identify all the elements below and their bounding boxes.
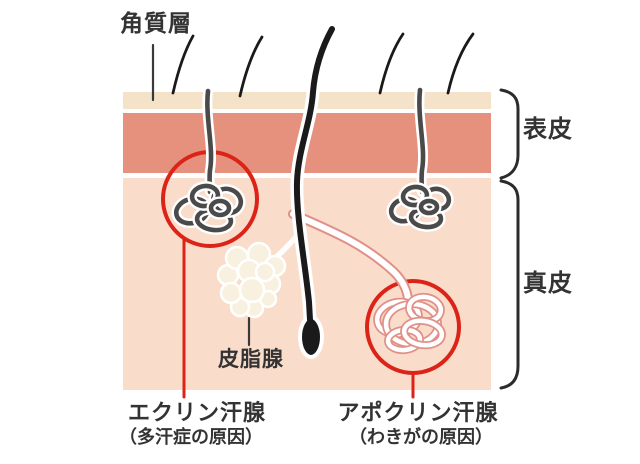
hair-strands: [171, 32, 475, 98]
eccrine-gland-label: エクリン汗腺: [127, 401, 267, 426]
apocrine-gland-note: （わきがの原因）: [349, 427, 493, 448]
eccrine-gland-coil-icon: [171, 86, 246, 235]
stratum-corneum-label: 角質層: [120, 11, 192, 37]
hair-strand-icon: [378, 32, 405, 95]
epidermis-bracket: [499, 88, 520, 180]
apocrine-gland-label: アポクリン汗腺: [337, 401, 499, 426]
eccrine-gland-coil-icon: [386, 85, 454, 232]
sebaceous-gland-icon: [216, 235, 298, 319]
epidermis-label: 表皮: [523, 115, 573, 143]
dermis-bracket: [499, 179, 520, 390]
hair-strand-icon: [446, 32, 475, 95]
dermis-label: 真皮: [523, 269, 573, 297]
hair-strand-icon: [171, 34, 195, 95]
hair-strand-icon: [238, 35, 264, 98]
hair-follicle-bulb-icon: [290, 22, 339, 359]
sebaceous-gland-label: 皮脂腺: [218, 347, 284, 371]
apocrine-highlight-circle: [365, 279, 461, 375]
eccrine-gland-note: （多汗症の原因）: [119, 427, 263, 448]
layer-divider: [123, 173, 491, 178]
apocrine-gland-coil-icon: [288, 209, 446, 355]
